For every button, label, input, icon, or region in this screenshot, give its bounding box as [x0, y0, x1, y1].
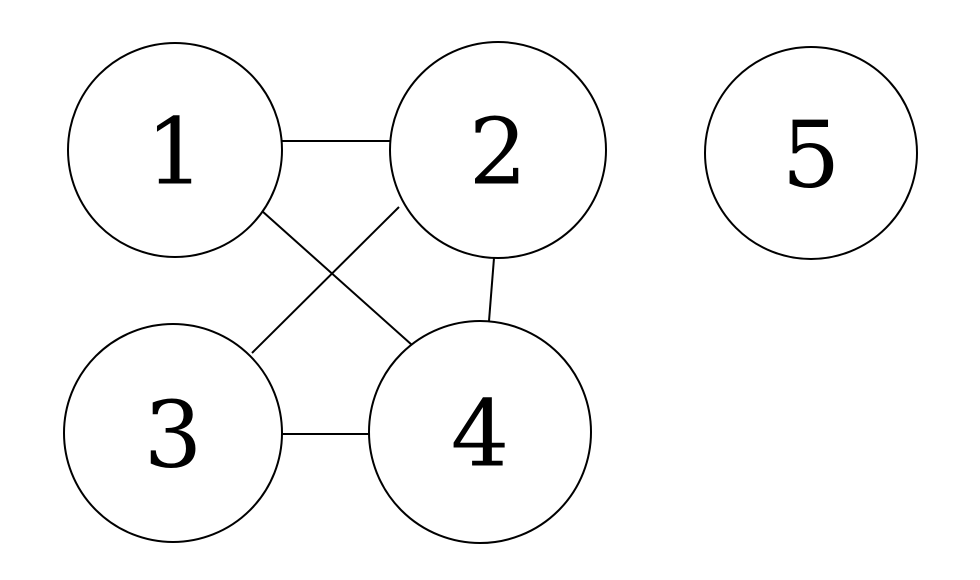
graph-node-1[interactable]: 1 [67, 42, 283, 258]
graph-edge-2-3[interactable] [251, 206, 400, 354]
edges-layer [251, 140, 495, 435]
graph-node-circle-1[interactable] [67, 42, 283, 258]
graph-node-circle-5[interactable] [704, 46, 918, 260]
graph-node-label-2: 2 [469, 99, 528, 206]
graph-edge-2-4[interactable] [488, 257, 495, 322]
graph-node-label-5: 5 [782, 102, 841, 209]
graph-edge-1-4[interactable] [261, 210, 413, 346]
graph-node-label-4: 4 [451, 381, 510, 488]
graph-node-circle-2[interactable] [389, 41, 607, 259]
graph-node-circle-3[interactable] [63, 323, 283, 543]
nodes-layer: 1 2 3 4 5 [63, 41, 918, 544]
graph-node-4[interactable]: 4 [368, 320, 592, 544]
graph-node-5[interactable]: 5 [704, 46, 918, 260]
graph-node-circle-4[interactable] [368, 320, 592, 544]
graph-node-label-1: 1 [146, 99, 205, 206]
graph-node-3[interactable]: 3 [63, 323, 283, 543]
graph-node-2[interactable]: 2 [389, 41, 607, 259]
graph-node-label-3: 3 [144, 382, 203, 489]
